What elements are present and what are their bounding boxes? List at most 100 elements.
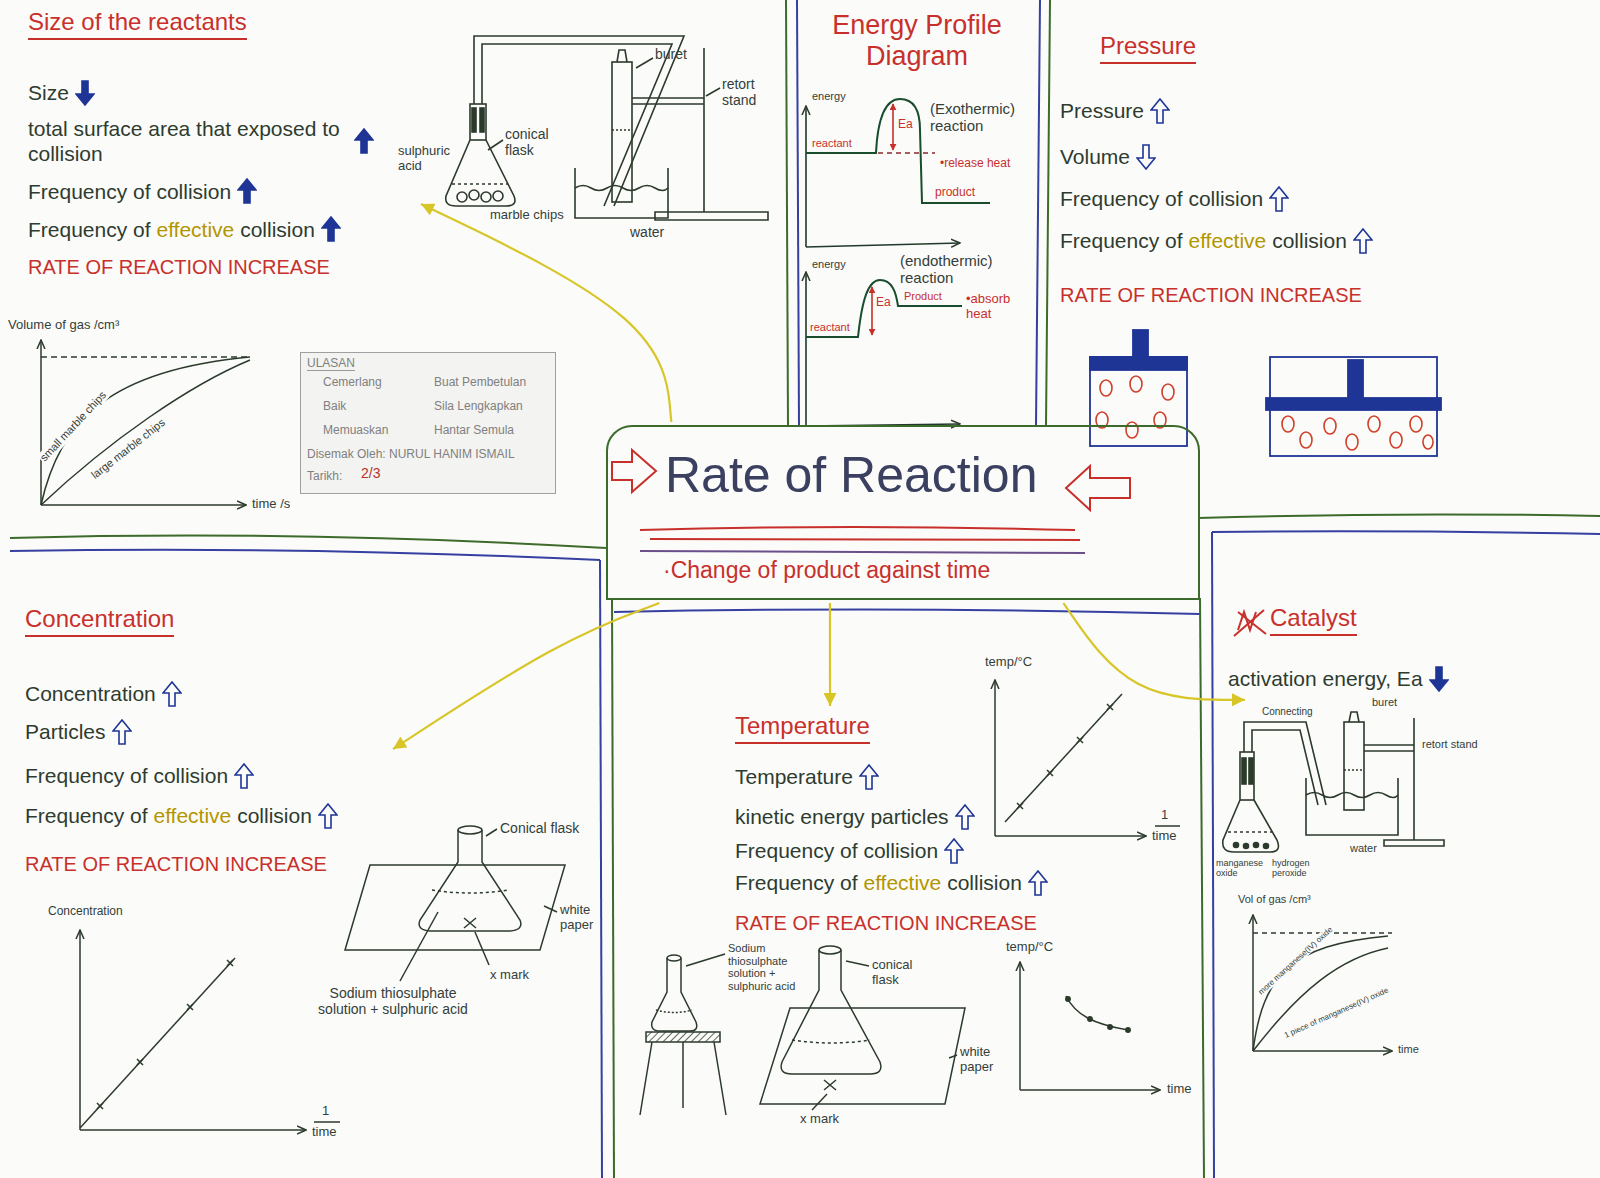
note-text: Frequency of collision — [735, 838, 938, 863]
note-text: Frequency of — [735, 870, 858, 895]
text-row: Concentration — [25, 681, 385, 707]
change-arrow — [354, 128, 374, 154]
result-text: RATE OF REACTION INCREASE — [28, 255, 330, 279]
concentration-graph — [314, 1121, 340, 1123]
flask-on-paper — [345, 826, 565, 981]
note-text: Particles — [25, 719, 106, 744]
gas-collection-apparatus — [482, 44, 672, 206]
text-row: Pressure — [1060, 32, 1440, 64]
hub-decoration — [612, 450, 656, 492]
catalyst-apparatus — [1384, 840, 1444, 846]
temperature-graph — [1088, 1017, 1092, 1021]
note-text: Pressure — [1060, 98, 1144, 123]
branch-arrow — [829, 603, 831, 706]
part-label: Ea — [898, 118, 913, 132]
flask-on-paper — [544, 906, 557, 912]
heated-flask-on-tripod — [646, 1032, 720, 1042]
catalyst-apparatus — [1264, 844, 1269, 849]
change-arrow — [319, 804, 337, 828]
part-label: temp/°C — [985, 655, 1032, 670]
gas-collection-apparatus — [474, 36, 684, 206]
part-label: manganese oxide — [1216, 858, 1268, 879]
temperature-graph — [994, 680, 996, 836]
hub-decoration — [640, 527, 1075, 530]
text-row: Pressure — [1060, 98, 1440, 124]
part-label: reactant — [812, 137, 852, 150]
change-arrow — [945, 839, 963, 863]
note-text: Frequency of collision — [25, 763, 228, 788]
text-row: Frequency of collision — [735, 838, 1065, 864]
heated-flask-on-tripod — [667, 955, 681, 961]
volume-time-graph — [41, 504, 246, 506]
change-arrow — [944, 838, 964, 864]
piston-cylinder — [1410, 416, 1422, 432]
text-row: RATE OF REACTION INCREASE — [1060, 282, 1440, 308]
section-heading: Temperature — [735, 712, 870, 744]
catalyst-apparatus — [1344, 769, 1364, 771]
crossed-out-scribble — [1238, 612, 1266, 634]
stamp-text: Tarikh: — [307, 469, 342, 483]
energy-profile-graph — [805, 272, 807, 426]
catalyst-apparatus — [1223, 712, 1444, 852]
catalyst-apparatus — [1306, 793, 1398, 798]
text-row: Size — [28, 80, 413, 106]
part-label: retort stand — [722, 76, 777, 108]
change-arrow — [75, 80, 95, 106]
change-arrow — [1269, 186, 1289, 212]
part-label: time — [1152, 829, 1177, 844]
note-text: Frequency of — [28, 217, 151, 242]
text-row: Frequency ofeffectivecollision — [1060, 228, 1440, 254]
part-label: more manganese(IV) oxide — [1256, 924, 1335, 997]
hub-definition: ·Change of product against time — [663, 557, 990, 585]
temperature-graph — [1066, 997, 1070, 1001]
concentration-graph — [80, 1129, 306, 1131]
highlight-word: effective — [156, 217, 234, 242]
change-arrow — [1430, 667, 1448, 691]
text-row: Size of the reactants — [28, 8, 413, 40]
text-row: Frequency of collision — [25, 763, 385, 789]
part-label: time — [1398, 1043, 1419, 1056]
note-text: collision — [947, 870, 1022, 895]
part-label: (Exothermic) reaction — [930, 100, 1030, 135]
highlight-word: effective — [1188, 228, 1266, 253]
concentration-graph — [97, 960, 233, 1109]
highlight-word: effective — [863, 870, 941, 895]
part-label: energy — [812, 90, 846, 103]
temperature-graph — [995, 680, 1180, 1090]
catalyst-apparatus — [1234, 843, 1239, 848]
gas-collection-apparatus — [446, 140, 515, 206]
divider-line — [1212, 531, 1600, 534]
result-text: RATE OF REACTION INCREASE — [25, 852, 327, 876]
text-row: Frequency of collision — [1060, 186, 1440, 212]
section-panel: Energy Profile Diagram — [812, 10, 1022, 72]
temperature-graph — [1155, 825, 1180, 827]
temperature-graph — [1108, 1025, 1112, 1029]
change-arrow — [1353, 228, 1373, 254]
part-label: Volume of gas /cm³ — [8, 318, 119, 333]
part-label: 1 — [322, 1104, 329, 1119]
heated-flask-on-tripod — [640, 954, 726, 1115]
change-arrow — [163, 682, 181, 706]
note-text: total surface area that exposed to colli… — [28, 116, 348, 166]
catalyst-apparatus — [1306, 778, 1398, 835]
hub-decoration — [650, 539, 1080, 540]
change-arrow — [955, 804, 975, 830]
piston-cylinder — [1162, 384, 1174, 400]
energy-profile-graph — [871, 287, 873, 335]
hub-decoration — [1066, 466, 1130, 510]
text-row: Catalyst — [1228, 604, 1568, 636]
section-heading: Concentration — [25, 605, 174, 637]
flask-on-paper — [846, 961, 869, 966]
hub-box: Rate of Reaction·Change of product again… — [606, 425, 1200, 600]
flask-on-paper — [819, 946, 841, 954]
note-text: Frequency of — [1060, 228, 1183, 253]
note-text: Volume — [1060, 144, 1130, 169]
gas-collection-apparatus — [480, 108, 484, 132]
text-row: Concentration — [25, 605, 385, 637]
temperature-graph — [1020, 1089, 1160, 1091]
crossed-out-scribble — [1234, 610, 1266, 636]
text-row: Particles — [25, 719, 385, 745]
text-row: Frequency ofeffectivecollision — [25, 803, 385, 829]
flask-on-paper — [781, 950, 881, 1074]
flask-on-paper — [432, 890, 508, 893]
